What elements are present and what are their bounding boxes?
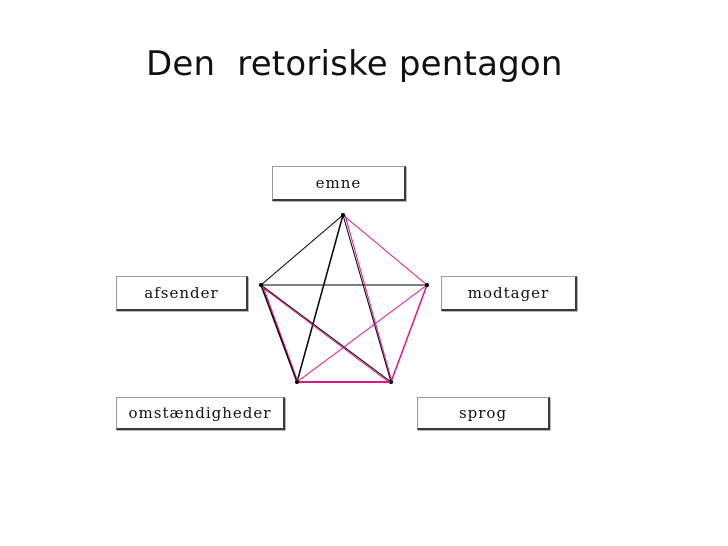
node-afsender-label: afsender	[144, 284, 219, 302]
edge-top-bottomright-magenta	[344, 214, 393, 383]
slide-title: Den retoriske pentagon	[146, 44, 563, 84]
node-emne: emne	[272, 166, 406, 201]
edge-left-bottomleft	[260, 284, 298, 383]
edge-right-bottomright	[390, 284, 428, 383]
edge-left-bottomright-magenta	[261, 286, 391, 384]
vertex-bottomright	[389, 380, 393, 384]
vertex-right	[425, 283, 429, 287]
node-sprog: sprog	[417, 397, 550, 430]
node-omstaendigheder-label: omstændigheder	[128, 404, 272, 422]
node-modtager: modtager	[441, 276, 577, 311]
vertex-left	[259, 283, 263, 287]
node-afsender: afsender	[116, 276, 248, 311]
edge-top-left	[260, 214, 344, 286]
edge-left-bottomleft-magenta	[262, 285, 299, 383]
edge-top-bottomleft	[296, 214, 344, 383]
vertex-bottomleft	[295, 380, 299, 384]
node-modtager-label: modtager	[467, 284, 550, 302]
edge-left-bottomright	[260, 284, 392, 383]
vertex-top	[341, 213, 345, 217]
node-emne-label: emne	[315, 174, 362, 192]
node-sprog-label: sprog	[458, 404, 508, 422]
edge-right-bottomleft	[296, 284, 428, 383]
edge-top-right	[342, 214, 428, 286]
node-omstaendigheder: omstændigheder	[116, 397, 285, 430]
edge-top-bottomright	[342, 214, 392, 383]
